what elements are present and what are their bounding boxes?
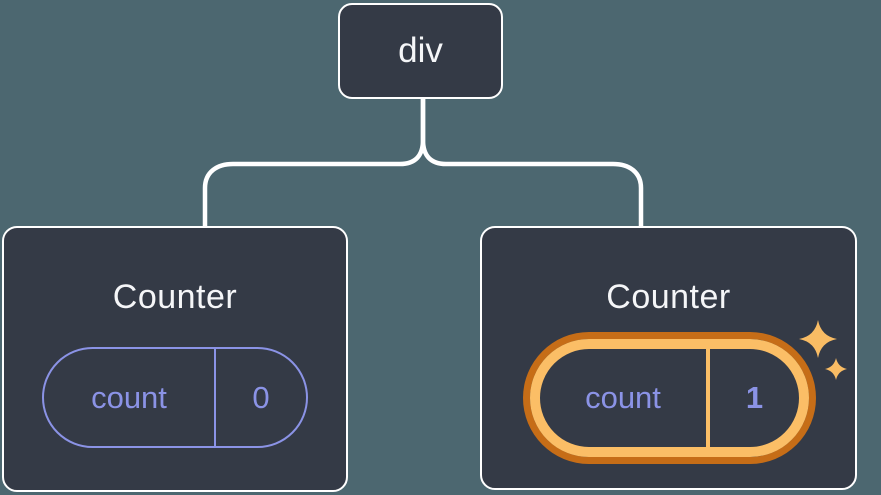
state-pill-highlighted: count 1 [530, 339, 809, 457]
state-key-label: count [44, 349, 216, 446]
root-node-label: div [398, 31, 443, 70]
state-key-label: count [540, 349, 710, 447]
state-value: 1 [745, 380, 764, 415]
connector-right [420, 96, 644, 229]
root-node-div: div [338, 3, 503, 99]
connector-left [202, 96, 426, 229]
state-pill: count 0 [42, 347, 308, 448]
sparkles-icon [799, 320, 847, 380]
counter-title: Counter [606, 278, 731, 316]
counter-card-right: Counter count 1 [480, 226, 857, 490]
counter-title: Counter [112, 278, 238, 316]
counter-card-left: Counter count 0 [2, 226, 348, 492]
state-value: 0 [252, 379, 270, 415]
